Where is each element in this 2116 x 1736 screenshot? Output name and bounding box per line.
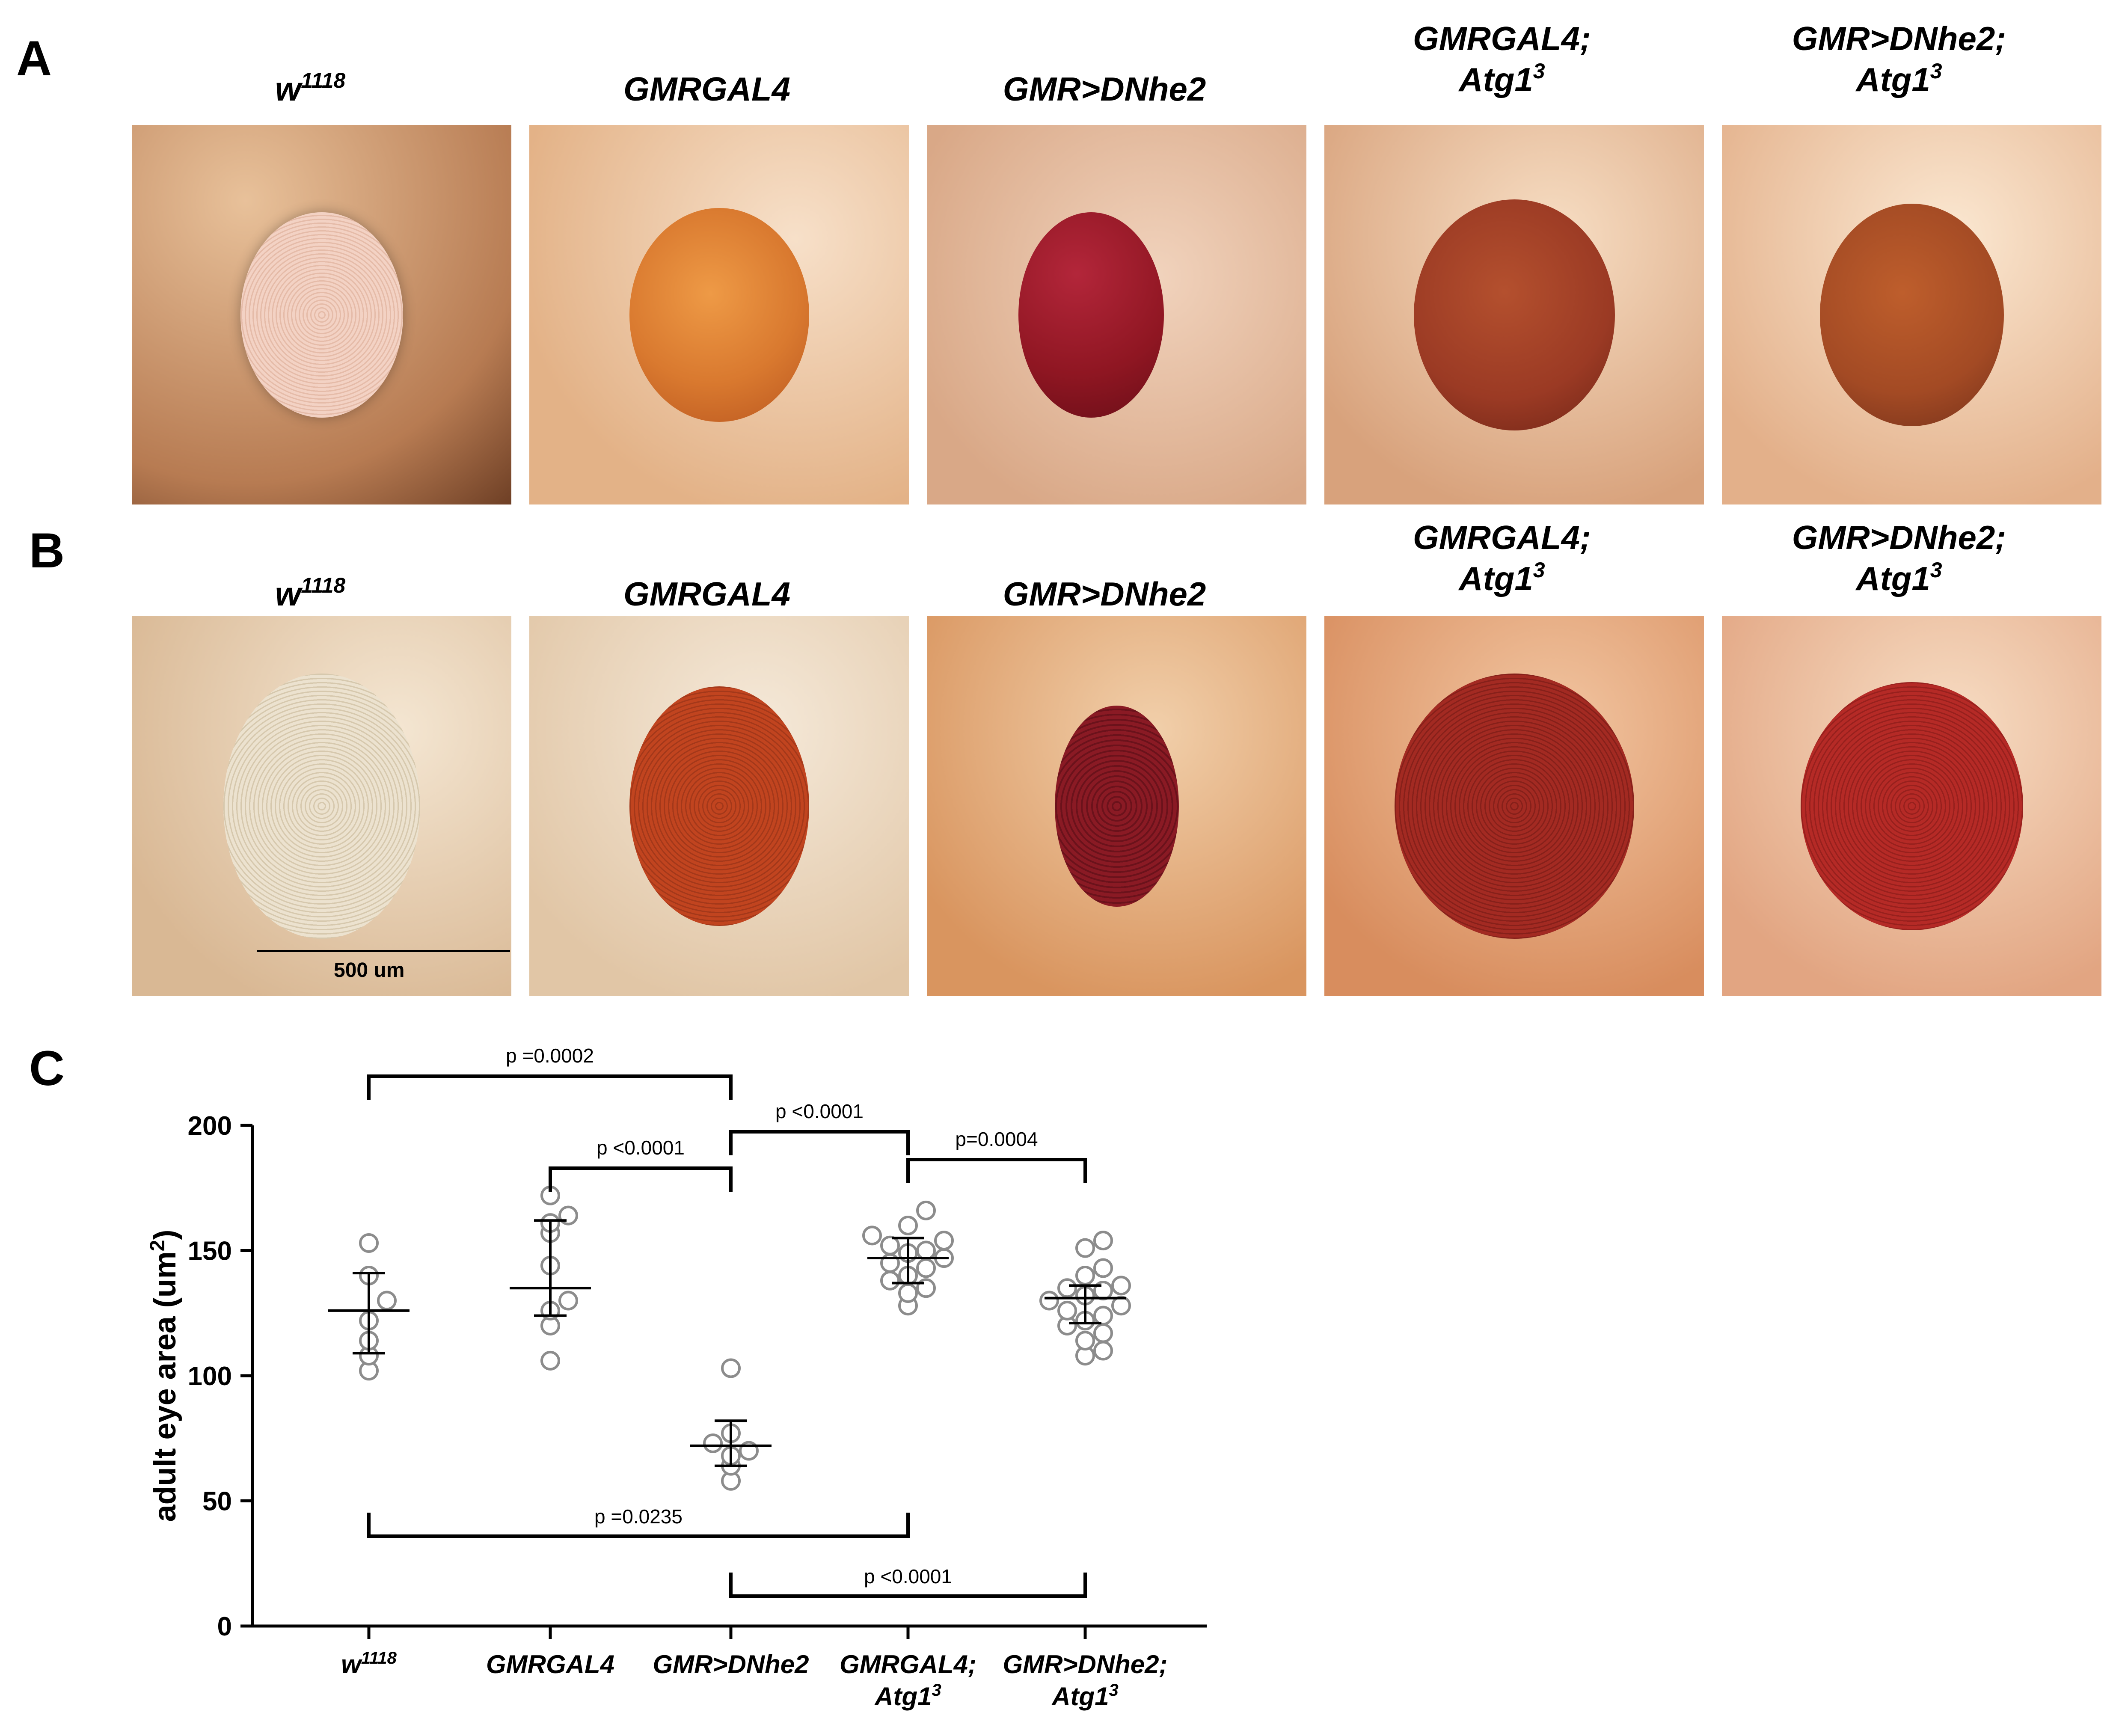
x-tick-label-line2: Atg13 [1051, 1681, 1119, 1711]
photo-b-gmrgal4-atg1 [1324, 616, 1704, 996]
data-point [721, 1358, 741, 1378]
photo-b-w1118 [132, 616, 511, 996]
data-point [359, 1233, 379, 1253]
y-tick-label: 200 [188, 1111, 232, 1141]
x-tick-label: GMR>DNhe2; [1003, 1650, 1167, 1679]
data-point [1093, 1258, 1113, 1278]
photo-a-gmrgal4 [529, 125, 909, 504]
y-axis-label: adult eye area (um2) [146, 1230, 182, 1522]
photo-b-gmr-dnhe2-atg1 [1722, 616, 2101, 996]
data-point [880, 1270, 900, 1291]
data-point [1039, 1291, 1059, 1311]
title-a-gmrgal4-atg1: GMRGAL4;Atg13 [1413, 20, 1591, 98]
data-point [558, 1291, 578, 1311]
data-point [1075, 1331, 1095, 1351]
title-b-w1118: w1118 [275, 573, 346, 613]
data-point [934, 1231, 954, 1251]
y-tick-label: 150 [188, 1237, 232, 1266]
data-point [1093, 1306, 1113, 1326]
significance-bracket [367, 1074, 733, 1100]
p-value-label: p <0.0001 [775, 1100, 864, 1122]
title-a-gmr-dnhe2-atg1: GMR>DNhe2;Atg13 [1792, 20, 2006, 98]
data-point [377, 1291, 397, 1311]
data-point [1075, 1266, 1095, 1285]
compound-eye-b-gmr-dnhe2-atg1 [1800, 682, 2023, 930]
panel-label-b: B [29, 523, 65, 578]
title-a-w1118: w1118 [275, 68, 346, 108]
compound-eye-a-gmr-dnhe2 [1018, 212, 1164, 418]
compound-eye-a-gmr-dnhe2-atg1 [1819, 203, 2004, 426]
compound-eye-b-gmr-dnhe2 [1054, 705, 1179, 907]
x-tick-label-line2: Atg13 [874, 1681, 941, 1711]
title-b-gmr-dnhe2-atg1: GMR>DNhe2;Atg13 [1792, 519, 2006, 597]
compound-eye-b-w1118 [223, 673, 420, 939]
data-point [1075, 1238, 1095, 1258]
photo-a-gmr-dnhe2-atg1 [1722, 125, 2101, 504]
x-tick-label: GMR>DNhe2 [653, 1650, 809, 1679]
data-point [1057, 1300, 1077, 1321]
photo-a-gmrgal4-atg1 [1324, 125, 1704, 504]
significance-bracket [367, 1513, 910, 1538]
scale-bar [257, 950, 510, 952]
photo-b-gmrgal4 [529, 616, 909, 996]
y-tick-label: 0 [217, 1612, 232, 1641]
title-b-gmrgal4: GMRGAL4 [623, 575, 790, 613]
data-point [862, 1226, 882, 1246]
photo-a-w1118 [132, 125, 511, 504]
data-point [916, 1258, 936, 1278]
x-tick-label: GMRGAL4 [486, 1650, 614, 1679]
scale-bar-label: 500 um [334, 959, 405, 982]
data-point [703, 1433, 723, 1453]
compound-eye-b-gmrgal4-atg1 [1394, 673, 1634, 939]
data-point [1111, 1296, 1131, 1316]
significance-bracket [729, 1573, 1087, 1598]
p-value-label: p =0.0002 [506, 1045, 594, 1067]
x-tick-label: w1118 [341, 1649, 397, 1679]
p-value-label: p <0.0001 [864, 1565, 952, 1588]
p-value-label: p <0.0001 [597, 1137, 685, 1159]
compound-eye-a-gmrgal4-atg1 [1413, 199, 1615, 430]
panel-label-a: A [16, 31, 52, 86]
photo-b-gmr-dnhe2 [927, 616, 1306, 996]
data-point [1093, 1323, 1113, 1343]
data-point [1093, 1341, 1113, 1361]
significance-bracket [549, 1166, 733, 1192]
y-tick-label: 50 [202, 1487, 232, 1516]
p-value-label: p =0.0235 [594, 1505, 683, 1528]
compound-eye-b-gmrgal4 [629, 686, 809, 926]
title-a-gmrgal4: GMRGAL4 [623, 70, 790, 108]
data-point [1093, 1231, 1113, 1251]
p-value-label: p=0.0004 [955, 1128, 1038, 1150]
title-b-gmr-dnhe2: GMR>DNhe2 [1003, 575, 1206, 613]
data-point [898, 1216, 918, 1235]
compound-eye-a-gmrgal4 [629, 208, 809, 422]
data-point [916, 1240, 936, 1261]
compound-eye-a-w1118 [240, 212, 403, 418]
data-point [898, 1283, 918, 1303]
photo-a-gmr-dnhe2 [927, 125, 1306, 504]
significance-bracket [729, 1130, 910, 1155]
y-tick-label: 100 [188, 1362, 232, 1391]
data-point [880, 1235, 900, 1255]
data-point [1057, 1278, 1077, 1298]
x-tick-label: GMRGAL4; [840, 1650, 976, 1679]
significance-bracket [906, 1158, 1087, 1183]
title-a-gmr-dnhe2: GMR>DNhe2 [1003, 70, 1206, 108]
title-b-gmrgal4-atg1: GMRGAL4;Atg13 [1413, 519, 1591, 597]
panel-label-c: C [29, 1041, 65, 1096]
data-point [1111, 1276, 1131, 1296]
data-point [540, 1350, 560, 1371]
data-point [916, 1200, 936, 1220]
